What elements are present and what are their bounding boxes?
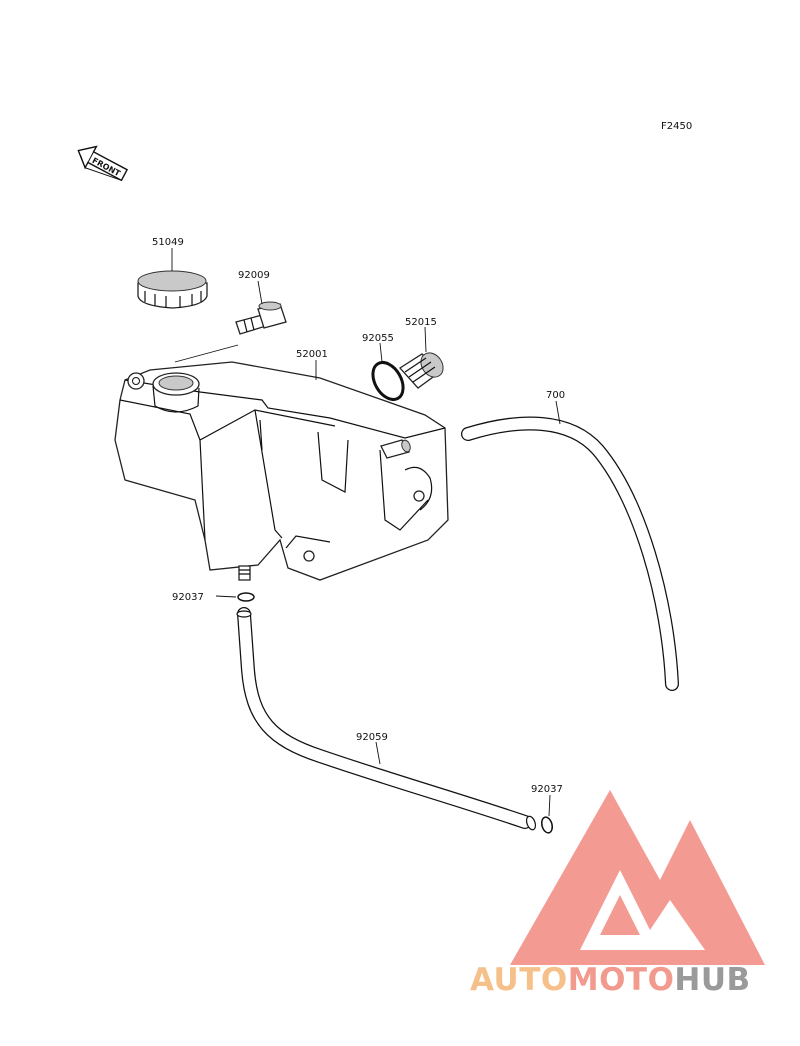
leader-92009-tank [174,344,239,363]
drain-plug [399,352,444,389]
part-label-52001: 52001 [296,349,328,360]
diagram-code: F2450 [661,121,692,132]
leader-700 [555,400,561,425]
part-label-700: 700 [546,390,565,401]
front-arrow-icon: FRONT [77,145,129,182]
hose-fitting [235,301,287,335]
overflow-hose [461,416,679,691]
leader-52015 [424,326,427,353]
watermark-brand: AUTO MOTO HUB [470,962,795,1002]
coolant-reservoir-tank [114,361,449,581]
leader-92009 [257,280,263,305]
o-ring [371,361,405,401]
reservoir-cap [137,270,208,309]
part-label-92009: 92009 [238,270,270,281]
brand-auto: AUTO [470,962,568,998]
part-label-52015: 52015 [405,317,437,328]
hose-clamp-upper [237,592,255,602]
part-label-92059: 92059 [356,732,388,743]
automotohub-logo-icon [510,790,765,965]
leader-92037-lower [548,794,551,817]
leader-92037-upper [215,595,237,598]
hose-clamp-lower [540,816,554,834]
part-label-51049: 51049 [152,237,184,248]
leader-92059 [375,741,381,765]
brand-hub: HUB [674,962,751,998]
part-label-92055: 92055 [362,333,394,344]
leader-92055 [379,342,383,363]
brand-moto: MOTO [567,962,675,998]
part-label-92037-lower: 92037 [531,784,563,795]
part-label-92037-upper: 92037 [172,592,204,603]
drain-hose [236,607,537,831]
